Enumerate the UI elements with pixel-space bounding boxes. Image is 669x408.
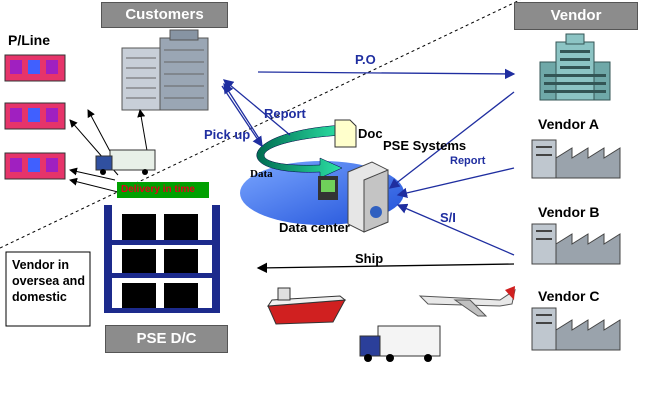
ship-label: Ship (355, 251, 384, 266)
pline-icon-2 (4, 102, 66, 130)
pline-icon-1 (4, 54, 66, 82)
pickup-arrow-down (221, 85, 263, 148)
customers-building-icon (121, 29, 209, 111)
factory-c-icon (531, 307, 621, 351)
si-arrow (396, 203, 515, 256)
delivery-in-time-box (117, 182, 209, 198)
vendor-oversea-box (5, 251, 91, 327)
po-label: P.O (355, 52, 376, 67)
report-arrow-customers (223, 79, 291, 136)
po-arrow (257, 68, 516, 80)
report-label-vendor: Report (450, 155, 486, 167)
data-center-label: Data center (279, 220, 350, 235)
vendor-b-label: Vendor B (538, 204, 600, 220)
big-truck-icon (359, 325, 441, 362)
pse-dc-label: PSE D/C (105, 325, 228, 353)
vendor-oversea-label: Vendor in oversea and domestic (12, 258, 85, 304)
delivery-truck-icon (95, 149, 156, 175)
server-icon (347, 161, 389, 233)
ship-arrow (256, 262, 515, 274)
si-label: S/I (440, 210, 456, 225)
delivery-in-time-label: Delivery in time (121, 184, 195, 195)
po-to-vendor-arrow (388, 91, 515, 189)
monitor-icon (318, 176, 338, 200)
pickup-label: Pick up (204, 127, 251, 142)
doc-icon (334, 119, 357, 148)
vendor-building-icon (539, 33, 611, 101)
dashed-divider (0, 0, 521, 249)
pline-icon-3 (4, 152, 66, 180)
doc-label: Doc (358, 126, 383, 141)
pickup-arrow-top (223, 82, 261, 141)
pline-label: P/Line (8, 32, 51, 48)
customers-label: Customers (101, 2, 228, 28)
data-label: Data (250, 168, 273, 180)
warehouse-shelf-icon (104, 205, 220, 313)
report-arrow-vendor (396, 167, 515, 199)
pse-systems-label: PSE Systems (383, 138, 467, 153)
vendor-c-label: Vendor C (538, 288, 600, 304)
factory-a-icon (531, 139, 621, 179)
ship-icon (267, 287, 347, 325)
vendor-a-label: Vendor A (538, 116, 599, 132)
airplane-icon (418, 286, 516, 317)
report-label-customers: Report (264, 106, 306, 121)
vendor-label: Vendor (514, 2, 638, 30)
factory-b-icon (531, 223, 621, 265)
